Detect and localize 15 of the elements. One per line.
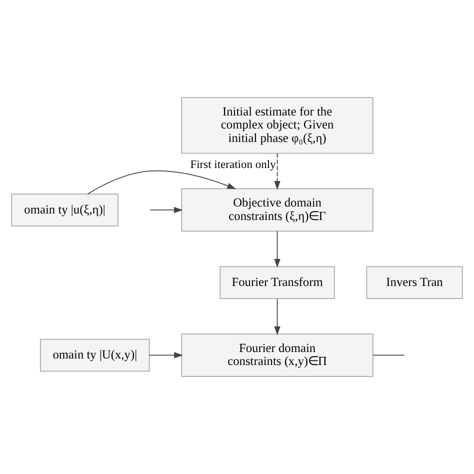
arrow — [274, 298, 280, 336]
arrow — [274, 230, 280, 268]
node-box: Fourier Transform — [220, 266, 335, 299]
node-box: Objective domain constraints (ξ,η)∈Γ — [181, 188, 374, 232]
node-box: Fourier domain constraints (x,y)∈Π — [181, 334, 374, 377]
arrow — [274, 152, 280, 190]
edge-label: First iteration only — [190, 159, 276, 172]
node-box: Invers Tran — [366, 266, 463, 299]
node-box: omain ty |u(ξ,η)| — [11, 194, 118, 226]
node-box: Initial estimate for the complex object; Given initial phase φ₀(ξ,η) — [181, 97, 374, 154]
node-box: omain ty |U(x,y)| — [40, 338, 150, 372]
arrow — [87, 170, 236, 194]
arrow — [150, 206, 183, 214]
arrow — [148, 352, 183, 358]
connector — [372, 354, 405, 356]
